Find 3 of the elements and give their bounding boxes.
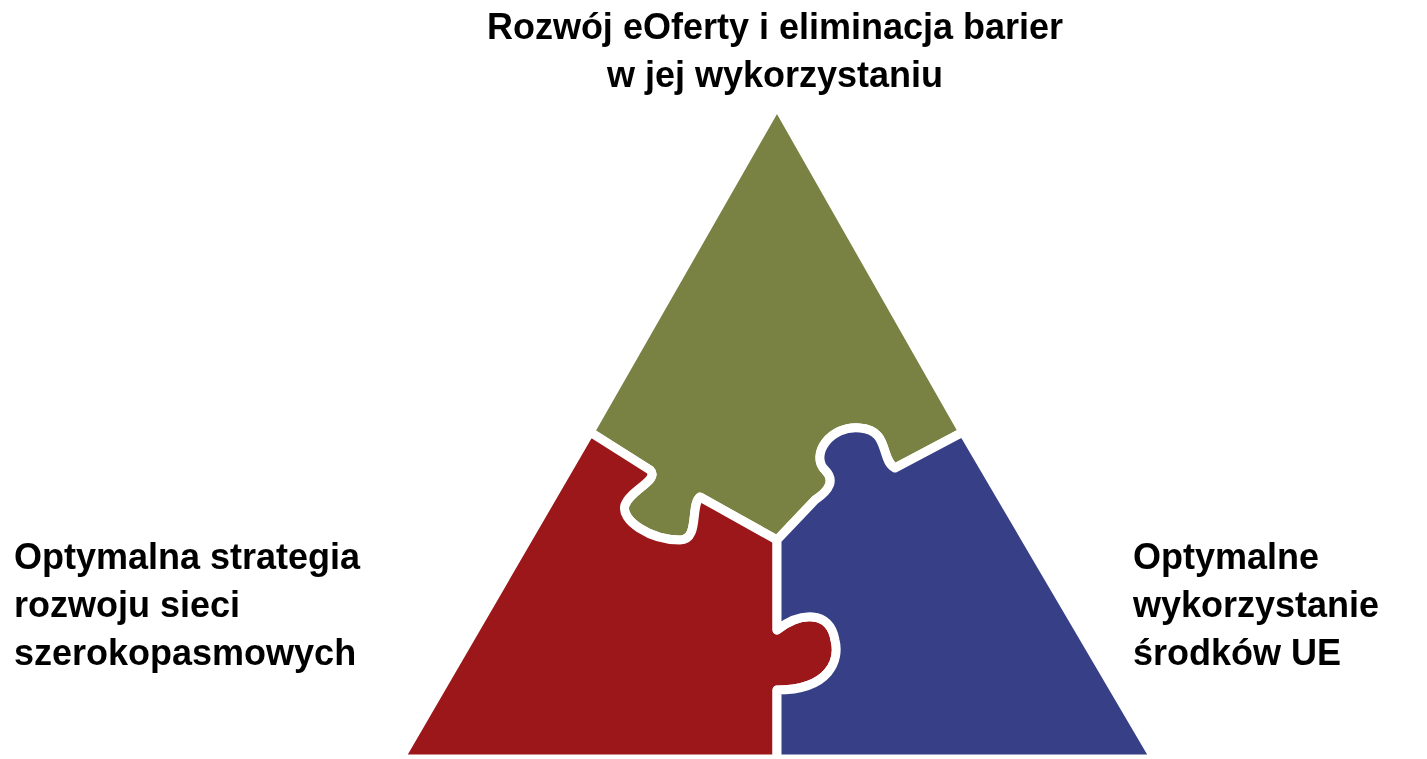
heading: Optymalna strategia rozwoju sieci szerokopasmowych xyxy=(14,535,362,675)
heading: Rozwój eOferty i eliminacja barier w jej wykorzystaniu xyxy=(485,5,1065,97)
heading: Optymalne wykorzystanie środków UE xyxy=(1133,535,1381,675)
